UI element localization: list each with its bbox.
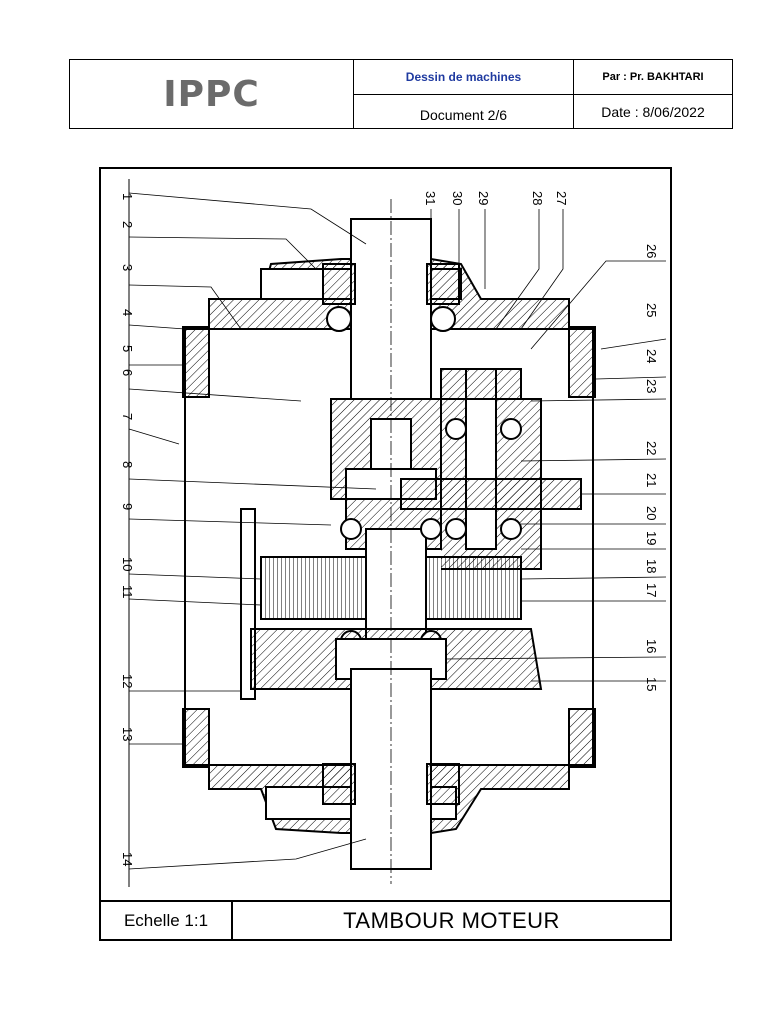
part-label-22: 22 (644, 441, 659, 455)
part-label-4: 4 (120, 309, 135, 316)
author-label: Par : Pr. BAKHTARI (574, 60, 732, 95)
assembly-drawing-svg: 1 2 3 4 5 6 7 8 9 10 11 12 13 14 31 30 2… (120, 179, 667, 887)
part-label-20: 20 (644, 506, 659, 520)
part-label-11: 11 (120, 585, 135, 599)
part-label-17: 17 (644, 583, 659, 597)
drawing-title: TAMBOUR MOTEUR (343, 907, 560, 933)
intermediate-shaft (400, 368, 582, 550)
scale-label: Echelle 1:1 (101, 902, 233, 939)
part-label-8: 8 (120, 461, 135, 468)
part-label-14: 14 (120, 852, 135, 866)
header-cartouche: IPPC Dessin de machines Par : Pr. BAKHTA… (69, 59, 733, 129)
date-label: Date : 8/06/2022 (601, 103, 705, 120)
part-label-27: 27 (554, 191, 569, 205)
part-label-24: 24 (644, 349, 659, 363)
leader-lines (128, 192, 667, 870)
part-label-3: 3 (120, 264, 135, 271)
top-part-labels: 31 30 29 28 27 (423, 191, 569, 205)
part-label-15: 15 (644, 677, 659, 691)
title-block: Echelle 1:1 TAMBOUR MOTEUR (99, 900, 672, 941)
part-label-7: 7 (120, 413, 135, 420)
part-label-31: 31 (423, 191, 438, 205)
part-label-16: 16 (644, 639, 659, 653)
part-label-12: 12 (120, 674, 135, 688)
part-label-1: 1 (120, 193, 135, 200)
part-label-13: 13 (120, 727, 135, 741)
part-label-18: 18 (644, 559, 659, 573)
left-part-labels: 1 2 3 4 5 6 7 8 9 10 11 12 13 14 (120, 193, 135, 866)
part-label-30: 30 (450, 191, 465, 205)
institution-logo: IPPC (70, 60, 354, 128)
part-label-6: 6 (120, 369, 135, 376)
part-label-10: 10 (120, 557, 135, 571)
part-label-5: 5 (120, 345, 135, 352)
part-label-26: 26 (644, 244, 659, 258)
subject-title: Dessin de machines (354, 60, 574, 95)
part-label-29: 29 (476, 191, 491, 205)
document-number: Document 2/6 (354, 95, 574, 128)
part-label-2: 2 (120, 221, 135, 228)
technical-drawing: 1 2 3 4 5 6 7 8 9 10 11 12 13 14 31 30 2… (99, 167, 672, 941)
output-shaft (322, 668, 460, 870)
part-label-9: 9 (120, 503, 135, 510)
part-label-25: 25 (644, 303, 659, 317)
right-part-labels: 26 25 24 23 22 21 20 19 18 17 16 15 (644, 244, 659, 691)
part-label-19: 19 (644, 531, 659, 545)
part-label-21: 21 (644, 473, 659, 487)
part-label-23: 23 (644, 379, 659, 393)
part-label-28: 28 (530, 191, 545, 205)
